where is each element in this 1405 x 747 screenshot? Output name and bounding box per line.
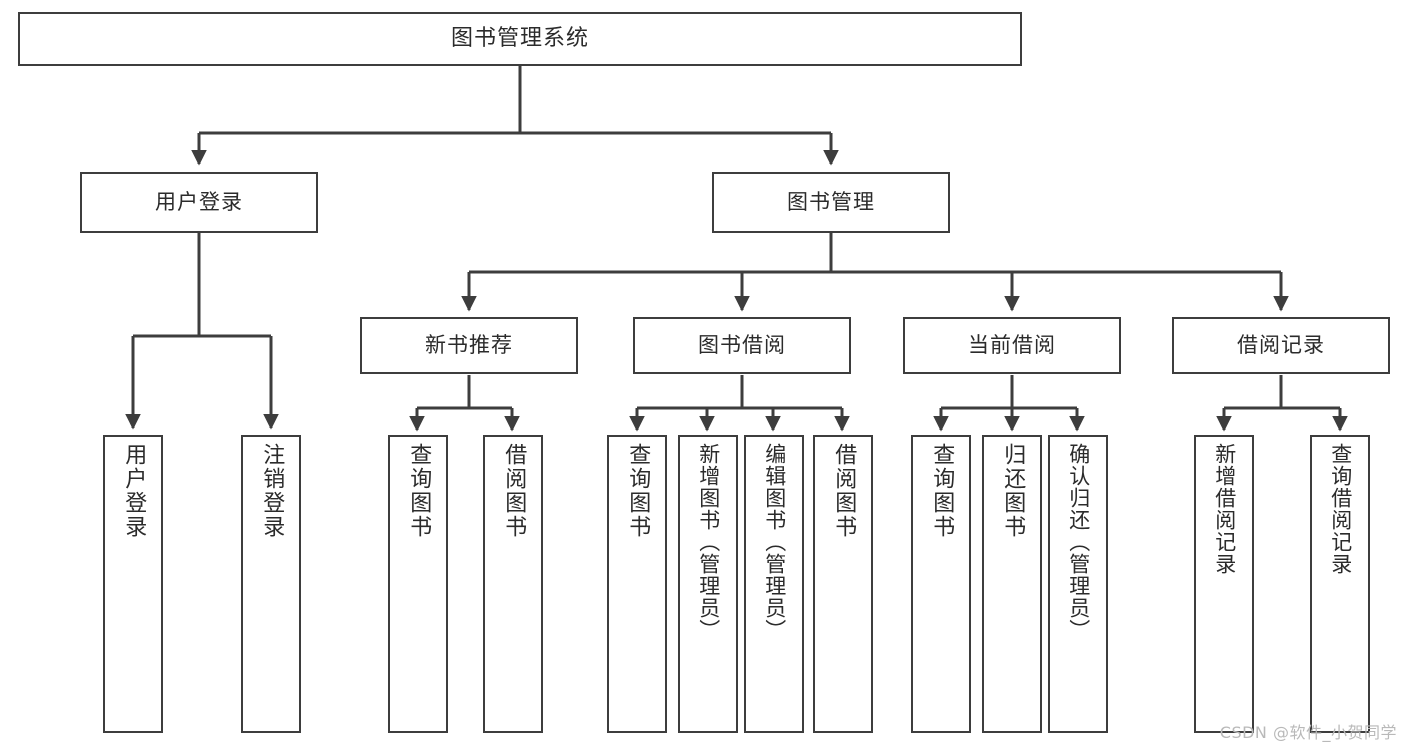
node-leaf-edit-book[interactable]: 编辑图书（管理员） — [744, 435, 804, 733]
node-leaf-query-book-2[interactable]: 查询图书 — [607, 435, 667, 733]
node-label: 借阅图书 — [831, 443, 857, 539]
node-label: 确认归还（管理员） — [1066, 443, 1091, 641]
node-label: 用户登录 — [121, 443, 147, 539]
node-leaf-query-record[interactable]: 查询借阅记录 — [1310, 435, 1370, 733]
node-label: 用户登录 — [155, 189, 243, 214]
node-label: 查询图书 — [625, 443, 651, 539]
node-leaf-borrow-book-2[interactable]: 借阅图书 — [813, 435, 873, 733]
node-label: 新增图书（管理员） — [696, 443, 721, 641]
node-label: 新书推荐 — [425, 332, 513, 357]
node-leaf-return-book[interactable]: 归还图书 — [982, 435, 1042, 733]
node-label: 注销登录 — [259, 443, 285, 539]
node-label: 查询借阅记录 — [1328, 443, 1353, 575]
node-borrow-record[interactable]: 借阅记录 — [1172, 317, 1390, 374]
node-label: 当前借阅 — [968, 332, 1056, 357]
node-leaf-confirm-return[interactable]: 确认归还（管理员） — [1048, 435, 1108, 733]
node-leaf-add-record[interactable]: 新增借阅记录 — [1194, 435, 1254, 733]
node-label: 查询图书 — [406, 443, 432, 539]
node-label: 图书管理系统 — [450, 25, 589, 51]
node-leaf-borrow-book-1[interactable]: 借阅图书 — [483, 435, 543, 733]
node-leaf-logout[interactable]: 注销登录 — [241, 435, 301, 733]
node-book-borrow[interactable]: 图书借阅 — [633, 317, 851, 374]
node-leaf-add-book[interactable]: 新增图书（管理员） — [678, 435, 738, 733]
node-leaf-query-book-3[interactable]: 查询图书 — [911, 435, 971, 733]
node-book-manage[interactable]: 图书管理 — [712, 172, 950, 233]
node-leaf-query-book-1[interactable]: 查询图书 — [388, 435, 448, 733]
node-label: 图书借阅 — [698, 332, 786, 357]
node-label: 查询图书 — [929, 443, 955, 539]
node-label: 编辑图书（管理员） — [762, 443, 787, 641]
node-user-login[interactable]: 用户登录 — [80, 172, 318, 233]
node-label: 归还图书 — [1000, 443, 1026, 539]
node-root-book-management-system[interactable]: 图书管理系统 — [18, 12, 1022, 66]
node-new-book-recommend[interactable]: 新书推荐 — [360, 317, 578, 374]
node-leaf-user-login[interactable]: 用户登录 — [103, 435, 163, 733]
node-label: 新增借阅记录 — [1212, 443, 1237, 575]
watermark-text: CSDN @软件_小贺同学 — [1219, 723, 1397, 742]
node-label: 图书管理 — [787, 189, 875, 214]
node-label: 借阅记录 — [1237, 332, 1325, 357]
node-label: 借阅图书 — [501, 443, 527, 539]
node-current-borrow[interactable]: 当前借阅 — [903, 317, 1121, 374]
